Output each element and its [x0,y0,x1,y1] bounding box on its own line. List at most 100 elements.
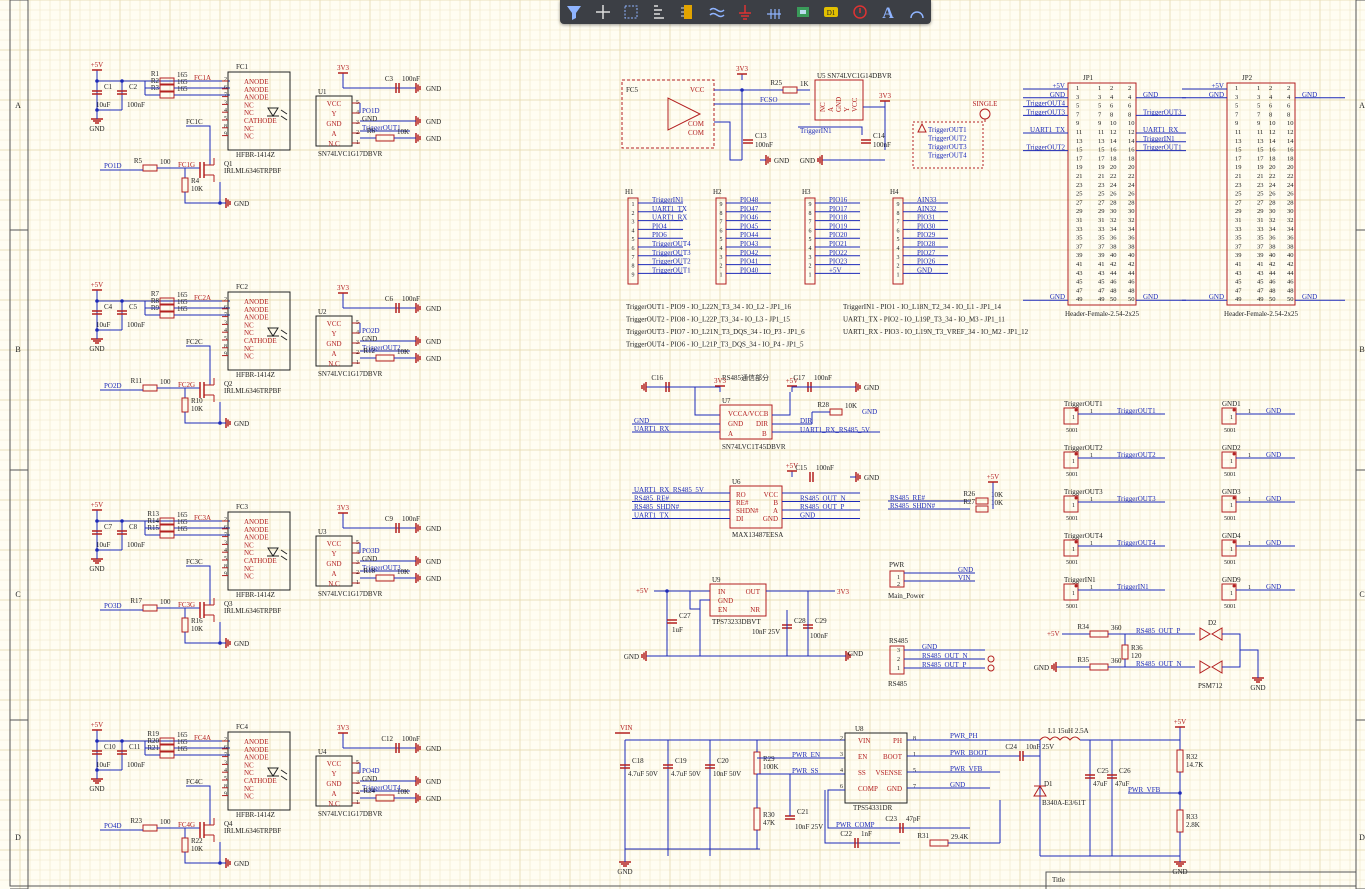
rs485-connector[interactable] [889,645,905,675]
schematic-label: 2 [224,297,227,303]
ground-symbol[interactable] [415,303,421,313]
resistor[interactable] [975,505,989,513]
header[interactable] [804,197,816,285]
ground-symbol[interactable] [225,858,231,868]
ground-symbol[interactable] [415,793,421,803]
ground-symbol[interactable] [415,133,421,143]
ground-symbol[interactable] [415,776,421,786]
ground-symbol[interactable] [415,83,421,93]
schematic-label: 17 [1098,155,1105,162]
level-shifter[interactable] [719,404,773,440]
ground-symbol[interactable] [855,382,861,392]
ground-symbol[interactable] [225,198,231,208]
schematic-label: 5001 [1224,472,1236,478]
ground-symbol[interactable] [415,573,421,583]
schematic-label: 44 [1128,270,1135,277]
resistor[interactable] [929,839,949,847]
ground-symbol[interactable] [415,556,421,566]
optocoupler[interactable] [227,71,291,151]
bus-tool-button[interactable] [763,1,785,23]
ground-symbol[interactable] [415,523,421,533]
select-rect-tool-button[interactable] [620,1,642,23]
crosshair-tool-button[interactable] [592,1,614,23]
arc-tool-button[interactable] [906,1,928,23]
resistor[interactable] [1121,644,1129,660]
ground-symbol[interactable] [415,353,421,363]
test-point[interactable] [1063,451,1079,469]
ground-symbol[interactable] [1174,861,1186,867]
resistor[interactable] [753,751,761,775]
optocoupler[interactable] [227,291,291,371]
test-point[interactable] [1221,407,1237,425]
schematic-label: 9 [224,352,227,358]
buffer-ic[interactable] [315,95,353,147]
schematic-label: 6 [224,525,227,531]
resistor[interactable] [159,311,175,319]
test-point[interactable] [1221,451,1237,469]
inverter-ic[interactable] [814,79,864,121]
ground-symbol[interactable] [855,472,861,482]
header-2x25[interactable] [1067,82,1137,306]
buffer-ic[interactable] [315,755,353,807]
rs485-transceiver[interactable] [729,485,783,529]
no-erc-tool-button[interactable] [849,1,871,23]
schematic-label: GND [426,558,441,566]
schematic-label: 5001 [1224,516,1236,522]
trigger-group[interactable] [912,121,984,169]
buffer-ic[interactable] [315,315,353,367]
chip-tool-button[interactable] [792,1,814,23]
test-point[interactable] [1221,539,1237,557]
resistor[interactable] [975,497,989,505]
header[interactable] [627,197,639,285]
header-2x25[interactable] [1226,82,1296,306]
test-point[interactable] [1221,495,1237,513]
header[interactable] [892,197,904,285]
resistor[interactable] [1089,663,1109,671]
header[interactable] [715,197,727,285]
optocoupler[interactable] [227,731,291,811]
wire-tool-button[interactable] [706,1,728,23]
schematic-label: 11 [1257,129,1263,136]
resistor[interactable] [159,91,175,99]
text-tool-button[interactable]: A [877,1,899,23]
schematic-label: 5 [224,116,227,122]
resistor[interactable] [159,531,175,539]
ground-symbol[interactable] [415,743,421,753]
ground-symbol[interactable] [91,778,103,784]
resistor[interactable] [1089,630,1109,638]
schematic-label: 27 [1257,199,1264,206]
ground-symbol[interactable] [91,558,103,564]
schematic-label: 15 [1098,147,1105,154]
diode-tool-button[interactable]: D1 [820,1,842,23]
ground-symbol[interactable] [91,118,103,124]
test-point[interactable] [1063,407,1079,425]
ground-symbol[interactable] [225,638,231,648]
ground-symbol[interactable] [91,338,103,344]
buck-converter-ic[interactable] [844,732,908,804]
ground-symbol[interactable] [415,336,421,346]
schematic-label: FC4G [178,821,195,829]
inductor[interactable] [1039,736,1081,741]
schematic-label: GND [1250,684,1265,692]
ground-symbol[interactable] [225,418,231,428]
component-tool-button[interactable] [677,1,699,23]
test-point[interactable] [1221,583,1237,601]
resistor[interactable] [753,807,761,831]
test-point[interactable] [1063,583,1079,601]
ground-tool-button[interactable] [734,1,756,23]
ground-symbol[interactable] [415,116,421,126]
test-point[interactable] [1063,539,1079,557]
power-connector[interactable] [889,570,905,588]
resistor[interactable] [159,751,175,759]
buffer-ic[interactable] [315,535,353,587]
optocoupler[interactable] [227,511,291,591]
test-point[interactable] [1063,495,1079,513]
ground-symbol[interactable] [619,861,631,867]
align-tool-button[interactable] [649,1,671,23]
ground-symbol[interactable] [765,155,771,165]
single-probe-icon[interactable] [979,108,991,120]
fc5-receiver[interactable] [621,79,715,149]
filter-tool-button[interactable] [563,1,585,23]
schematic-label: PIO22 [829,249,848,257]
